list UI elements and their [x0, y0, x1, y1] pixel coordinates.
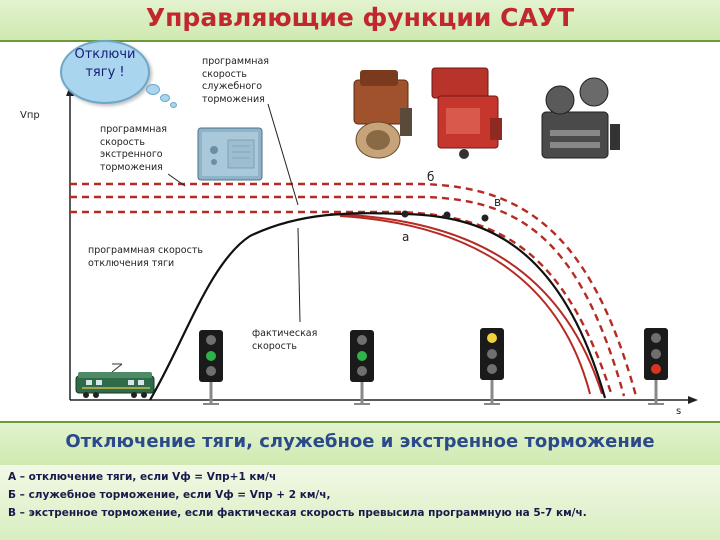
thought-bubble	[60, 40, 150, 104]
thought-bubble-text: Отключи тягу !	[60, 46, 150, 82]
rule-a: А – отключение тяги, если Vф = Vпр+1 км/…	[8, 471, 277, 483]
pointer-actual-speed	[297, 227, 301, 323]
x-axis-label: s	[676, 406, 682, 417]
point-v-label: в	[494, 195, 502, 209]
signal-2-lamp-top	[357, 335, 367, 345]
signal-2-lamp-bottom	[357, 366, 367, 376]
label-actual-speed: фактическая скорость	[252, 328, 318, 352]
brake-valve-device-1-icon	[353, 70, 412, 159]
rule-v: В – экстренное торможение, если фактичес…	[8, 507, 587, 519]
traction-off-curve	[70, 210, 614, 397]
point-a-marker	[401, 210, 409, 218]
signal-3	[480, 328, 504, 405]
service-braking-curve	[70, 195, 626, 397]
signal-1-lamp-green	[206, 351, 216, 361]
label-emergency-braking: программная скорость экстренного торможе…	[100, 124, 167, 173]
signal-2-lamp-green	[357, 351, 367, 361]
brake-valve-device-2-icon	[431, 67, 502, 159]
point-b-marker	[443, 211, 451, 219]
bubble-line-1: Отключи	[74, 47, 136, 62]
point-v-marker	[481, 214, 489, 222]
rules-panel	[0, 465, 720, 540]
signal-3-lamp-bottom	[487, 364, 497, 374]
program-curve-solid-1	[329, 213, 603, 395]
title-band	[0, 0, 720, 42]
point-b-label: б	[427, 170, 435, 184]
signal-2	[350, 330, 374, 405]
signal-4	[644, 328, 668, 405]
signal-4-lamp-red	[651, 364, 661, 374]
signal-1	[199, 330, 223, 405]
thought-bubble-dot-3	[170, 102, 177, 108]
x-axis-arrow-icon	[688, 396, 698, 404]
label-service-braking: программная скорость служебного торможен…	[202, 56, 269, 105]
pointer-service-braking	[267, 103, 299, 206]
locomotive-icon	[75, 363, 155, 398]
actual-speed-curve	[149, 212, 607, 401]
signal-3-lamp-middle	[487, 349, 497, 359]
signal-3-lamp-yellow	[487, 333, 497, 343]
rule-b: Б – служебное торможение, если Vф = Vпр …	[8, 489, 331, 501]
signal-4-lamp-middle	[651, 349, 661, 359]
signal-1-lamp-top	[206, 335, 216, 345]
label-traction-off: программная скорость отключения тяги	[88, 245, 203, 269]
bubble-line-2: тягу !	[85, 65, 125, 80]
brake-valve-device-3-icon	[541, 77, 620, 159]
y-axis-label: Vпр	[20, 110, 40, 121]
thought-bubble-dot-1	[146, 84, 160, 95]
signal-1-lamp-bottom	[206, 366, 216, 376]
signal-4-lamp-top	[651, 333, 661, 343]
program-curve-solid-2	[339, 215, 591, 395]
page-title: Управляющие функции САУТ	[145, 3, 575, 32]
section-subtitle: Отключение тяги, служебное и экстренное …	[65, 431, 655, 452]
thought-bubble-dot-2	[160, 94, 170, 102]
pointer-emergency-braking	[167, 173, 186, 187]
control-unit-device-icon	[197, 127, 263, 181]
emergency-braking-curve	[70, 182, 638, 397]
point-a-label: а	[402, 230, 410, 244]
